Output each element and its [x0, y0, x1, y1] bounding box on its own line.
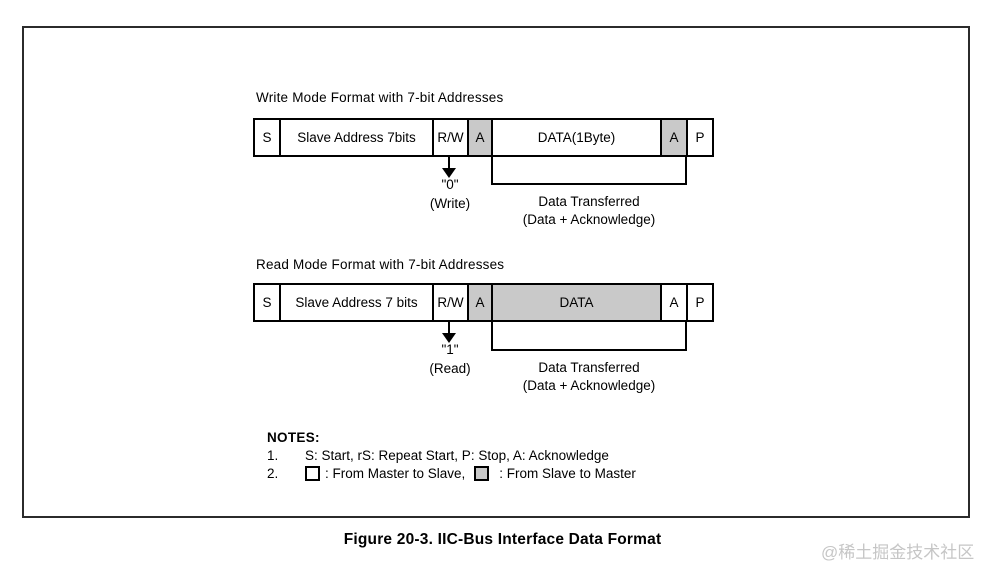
notes-heading: NOTES: — [267, 430, 320, 445]
read-cell-stop: P — [686, 283, 714, 322]
read-transfer-sublabel: (Data + Acknowledge) — [522, 378, 656, 393]
watermark: @稀土掘金技术社区 — [821, 543, 975, 562]
figure-caption: Figure 20-3. IIC-Bus Interface Data Form… — [343, 531, 662, 548]
write-cell-data: DATA(1Byte) — [491, 118, 662, 157]
read-rw-arrow-stem — [448, 322, 450, 335]
write-rw-arrow-stem — [448, 157, 450, 170]
read-transfer-bracket — [491, 322, 687, 351]
read-cell-data: DATA — [491, 283, 662, 322]
note-item-2: 2. : From Master to Slave, : From Slave … — [267, 466, 636, 481]
master-swatch-icon — [305, 466, 320, 481]
write-cell-rw: R/W — [432, 118, 469, 157]
read-cell-rw: R/W — [432, 283, 469, 322]
write-cell-ack-2: A — [660, 118, 688, 157]
write-transfer-bracket — [491, 157, 687, 185]
read-rw-bit-mode: (Read) — [429, 361, 471, 376]
write-transfer-sublabel: (Data + Acknowledge) — [522, 212, 656, 227]
read-rw-bit-value: "1" — [441, 342, 459, 357]
arrow-down-icon — [442, 333, 456, 343]
write-cell-slave-address: Slave Address 7bits — [279, 118, 434, 157]
read-cell-ack-1: A — [467, 283, 493, 322]
write-rw-bit-mode: (Write) — [429, 196, 471, 211]
write-cell-stop: P — [686, 118, 714, 157]
read-cell-ack-2: A — [660, 283, 688, 322]
figure-border — [22, 26, 970, 518]
write-cell-start: S — [253, 118, 281, 157]
write-mode-title: Write Mode Format with 7-bit Addresses — [256, 90, 504, 105]
note-2-master-legend: : From Master to Slave, — [325, 466, 466, 481]
note-1-text: S: Start, rS: Repeat Start, P: Stop, A: … — [305, 448, 609, 463]
note-1-number: 1. — [267, 448, 279, 463]
read-cell-start: S — [253, 283, 281, 322]
read-cell-slave-address: Slave Address 7 bits — [279, 283, 434, 322]
write-mode-row: S Slave Address 7bits R/W A DATA(1Byte) … — [253, 118, 714, 157]
note-2-slave-legend: : From Slave to Master — [499, 466, 636, 481]
write-transfer-label: Data Transferred — [538, 194, 640, 209]
slave-swatch-icon — [474, 466, 490, 481]
read-mode-title: Read Mode Format with 7-bit Addresses — [256, 257, 505, 272]
arrow-down-icon — [442, 168, 456, 178]
read-mode-row: S Slave Address 7 bits R/W A DATA A P — [253, 283, 714, 322]
write-cell-ack-1: A — [467, 118, 493, 157]
write-rw-bit-value: "0" — [441, 177, 459, 192]
note-item-1: 1. S: Start, rS: Repeat Start, P: Stop, … — [267, 448, 609, 463]
read-transfer-label: Data Transferred — [538, 360, 640, 375]
note-2-number: 2. — [267, 466, 279, 481]
